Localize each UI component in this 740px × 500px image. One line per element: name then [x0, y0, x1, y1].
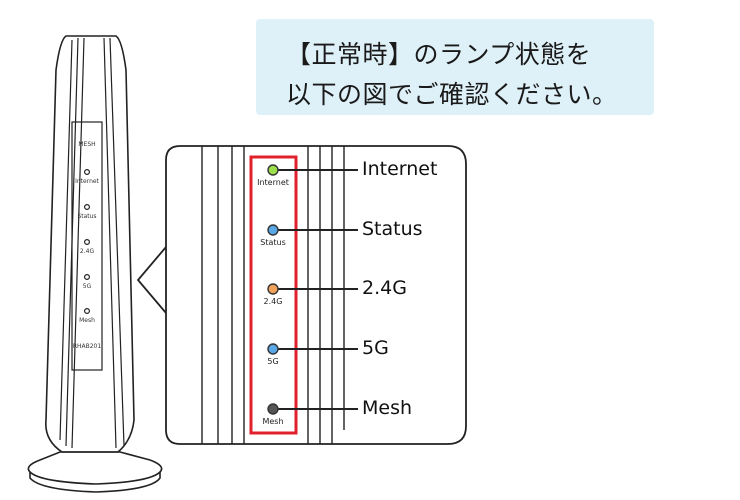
tower-label-5g: 5G: [82, 283, 92, 290]
zoom-small-label-status: Status: [260, 238, 286, 247]
callout-pointer: [136, 246, 167, 314]
label-5g: 5G: [362, 337, 389, 359]
tower-label-mesh: Mesh: [79, 317, 95, 324]
zoom-small-label-mesh: Mesh: [262, 417, 284, 426]
led-status-indicator: [267, 224, 279, 236]
tower-panel-title: MESH: [78, 141, 96, 148]
led-highlight-box: [249, 155, 298, 435]
tower-led-2-4g: [83, 239, 90, 246]
tower-label-2-4g: 2.4G: [79, 248, 95, 255]
led-mesh-indicator: [267, 403, 279, 415]
tower-label-internet: Internet: [75, 178, 99, 185]
tower-led-5g: [83, 274, 90, 281]
label-mesh: Mesh: [362, 397, 413, 419]
zoom-panel: [165, 145, 467, 445]
led-internet-indicator: [267, 164, 279, 176]
label-status: Status: [362, 218, 423, 240]
tower-label-status: Status: [77, 213, 97, 220]
router-tower: [27, 35, 163, 493]
tower-led-internet: [83, 169, 90, 176]
label-internet: Internet: [362, 158, 438, 180]
zoom-small-label-internet: Internet: [257, 178, 289, 187]
tower-led-status: [83, 204, 90, 211]
tower-model: RHAB201: [72, 343, 102, 350]
tower-leds: [83, 169, 90, 315]
led-2-4g-indicator: [267, 283, 279, 295]
instruction-note: 【正常時】のランプ状態を 以下の図でご確認ください。: [256, 19, 654, 115]
leader-lines: [277, 169, 358, 410]
zoom-small-label-5g: 5G: [267, 357, 279, 366]
note-line-1: 【正常時】のランプ状態を: [286, 40, 592, 69]
note-line-2: 以下の図でご確認ください。: [286, 80, 618, 109]
led-5g-indicator: [267, 343, 279, 355]
label-2-4g: 2.4G: [362, 277, 407, 299]
zoom-small-label-2-4g: 2.4G: [263, 297, 283, 306]
tower-led-mesh: [83, 308, 90, 315]
